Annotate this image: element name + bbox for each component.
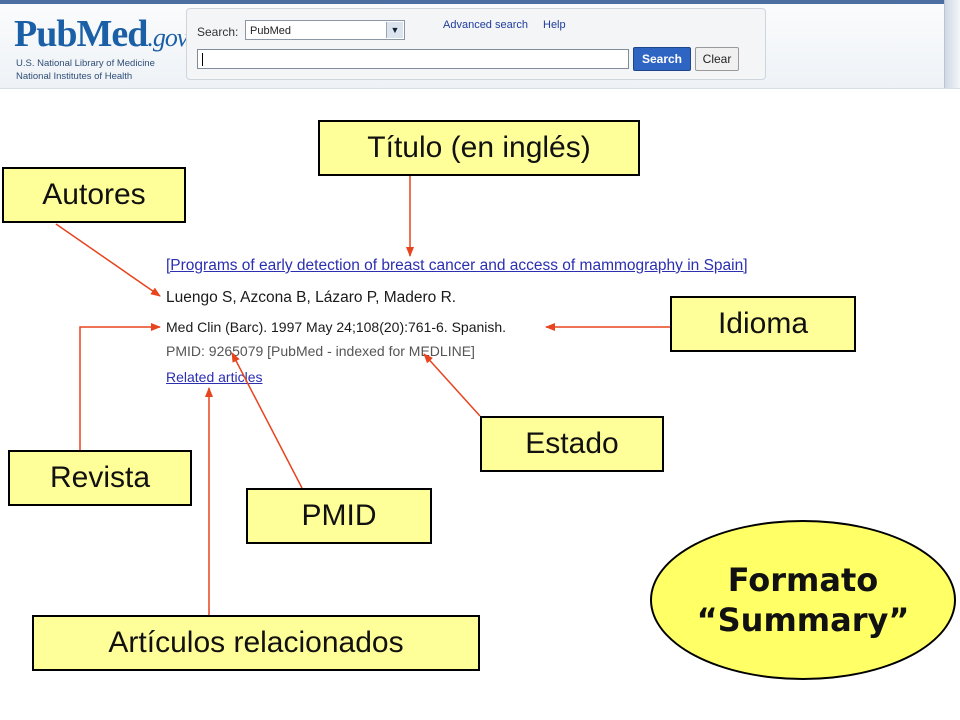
org-line-nih: National Institutes of Health	[16, 71, 133, 82]
arrow-autores	[55, 223, 161, 297]
search-panel: Search: PubMed ▼ Advanced search Help Se…	[186, 8, 766, 80]
callout-titulo: Título (en inglés)	[318, 120, 640, 176]
related-articles-link[interactable]: Related articles	[166, 369, 263, 385]
citation-authors: Luengo S, Azcona B, Lázaro P, Madero R.	[166, 289, 457, 306]
callout-articulos-relacionados: Artículos relacionados	[32, 615, 480, 671]
search-label: Search:	[197, 25, 239, 39]
pubmed-logo[interactable]: PubMed.gov U.S. National Library of Medi…	[14, 8, 188, 82]
logo-gov: .gov	[147, 23, 188, 52]
format-badge-line2: “Summary”	[696, 601, 910, 639]
callout-idioma: Idioma	[670, 296, 856, 352]
text-caret	[202, 53, 203, 66]
database-selected-value: PubMed	[250, 25, 291, 37]
callout-pmid: PMID	[246, 488, 432, 544]
logo-med: Med	[76, 13, 148, 55]
citation-title-link[interactable]: [Programs of early detection of breast c…	[166, 257, 748, 274]
callout-estado: Estado	[480, 416, 664, 472]
chevron-down-icon[interactable]: ▼	[386, 22, 403, 38]
search-button[interactable]: Search	[633, 47, 691, 71]
search-input[interactable]	[197, 49, 629, 69]
format-summary-badge: Formato “Summary”	[650, 520, 956, 680]
scrollbar[interactable]	[944, 0, 960, 88]
citation-source: Med Clin (Barc). 1997 May 24;108(20):761…	[166, 319, 507, 335]
callout-autores: Autores	[2, 167, 186, 223]
format-badge-line1: Formato	[727, 561, 879, 599]
pubmed-header: PubMed.gov U.S. National Library of Medi…	[0, 0, 960, 89]
arrow-estado	[423, 353, 481, 417]
database-select[interactable]: PubMed ▼	[245, 20, 405, 40]
header-top-border	[0, 0, 960, 4]
advanced-search-link[interactable]: Advanced search	[443, 19, 528, 31]
logo-pub: Pub	[14, 13, 77, 55]
arrow-revista	[79, 323, 161, 450]
citation-pmid-status: PMID: 9265079 [PubMed - indexed for MEDL…	[166, 343, 475, 359]
help-link[interactable]: Help	[543, 19, 566, 31]
org-line-nlm: U.S. National Library of Medicine	[16, 58, 155, 69]
logo-wordmark: PubMed.gov	[14, 12, 188, 56]
clear-button[interactable]: Clear	[695, 47, 739, 71]
callout-revista: Revista	[8, 450, 192, 506]
